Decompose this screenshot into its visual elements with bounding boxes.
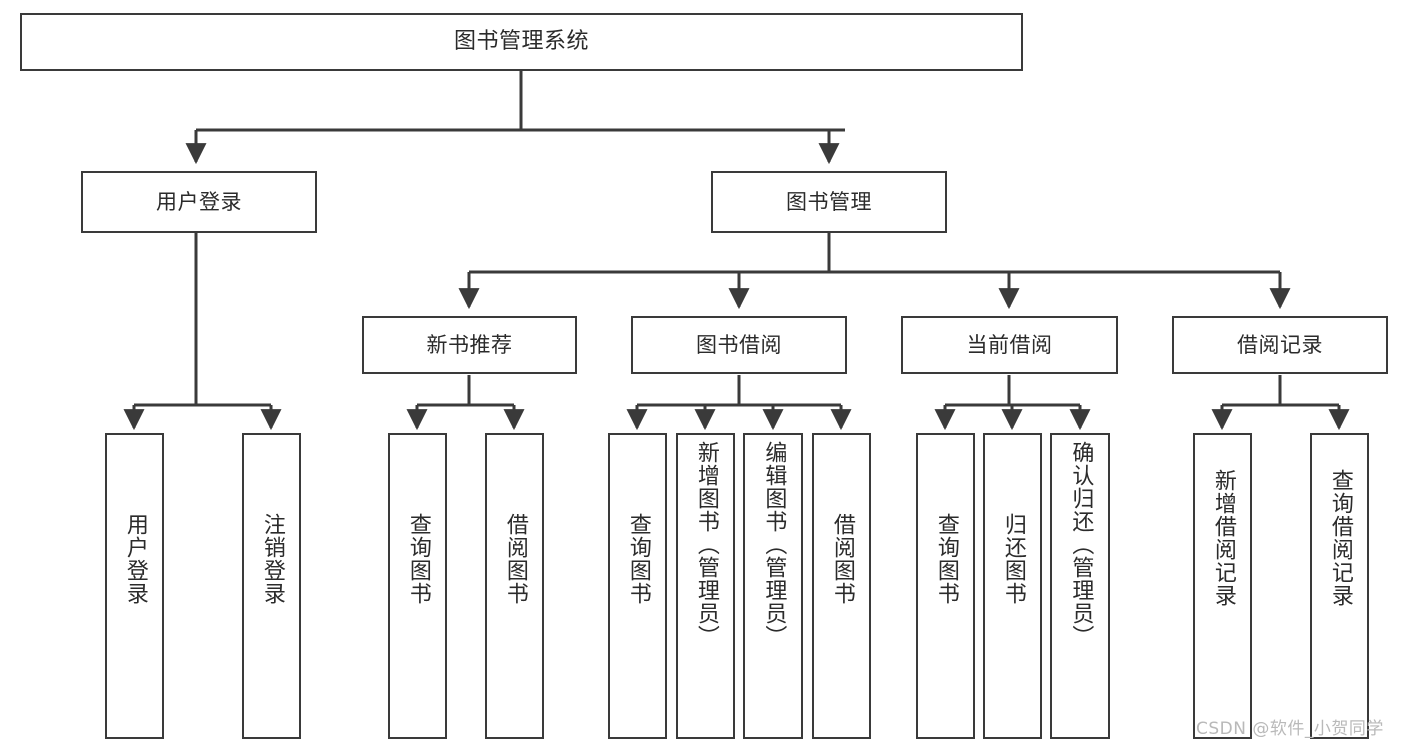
- node-borrow-record[interactable]: 借阅记录: [1172, 316, 1388, 374]
- watermark: CSDN @软件_小贺同学: [1196, 719, 1384, 739]
- leaf-bb-edit-book[interactable]: 编辑图书（管理员）: [743, 433, 803, 739]
- leaf-cb-return-book-label: 归还图书: [1000, 513, 1026, 605]
- leaf-cb-query-book-label: 查询图书: [933, 513, 959, 605]
- leaf-cb-query-book[interactable]: 查询图书: [916, 433, 975, 739]
- leaf-bb-edit-book-label: 编辑图书（管理员）: [761, 441, 787, 648]
- leaf-nb-query-book-label: 查询图书: [405, 513, 431, 605]
- node-user-login[interactable]: 用户登录: [81, 171, 317, 233]
- leaf-cb-confirm-return[interactable]: 确认归还（管理员）: [1050, 433, 1110, 739]
- leaf-bb-add-book[interactable]: 新增图书（管理员）: [676, 433, 735, 739]
- leaf-bb-query-book-label: 查询图书: [625, 513, 651, 605]
- leaf-bb-borrow-book-label: 借阅图书: [829, 513, 855, 605]
- node-root-label: 图书管理系统: [453, 29, 589, 55]
- leaf-br-add-record[interactable]: 新增借阅记录: [1193, 433, 1252, 739]
- node-current-borrow-label: 当前借阅: [966, 332, 1053, 357]
- leaf-bb-add-book-label: 新增图书（管理员）: [693, 441, 719, 648]
- leaf-br-query-record-label: 查询借阅记录: [1327, 469, 1353, 607]
- leaf-user-login-label: 用户登录: [122, 513, 148, 605]
- leaf-nb-borrow-book[interactable]: 借阅图书: [485, 433, 544, 739]
- node-new-book-recommend-label: 新书推荐: [426, 332, 513, 357]
- leaf-br-add-record-label: 新增借阅记录: [1210, 469, 1236, 607]
- node-root[interactable]: 图书管理系统: [20, 13, 1023, 71]
- leaf-br-query-record[interactable]: 查询借阅记录: [1310, 433, 1369, 739]
- leaf-bb-query-book[interactable]: 查询图书: [608, 433, 667, 739]
- leaf-user-login[interactable]: 用户登录: [105, 433, 164, 739]
- node-new-book-recommend[interactable]: 新书推荐: [362, 316, 577, 374]
- node-book-borrow[interactable]: 图书借阅: [631, 316, 847, 374]
- node-current-borrow[interactable]: 当前借阅: [901, 316, 1118, 374]
- leaf-cb-return-book[interactable]: 归还图书: [983, 433, 1042, 739]
- node-user-login-label: 用户登录: [156, 189, 242, 214]
- leaf-nb-borrow-book-label: 借阅图书: [502, 513, 528, 605]
- leaf-cb-confirm-return-label: 确认归还（管理员）: [1068, 441, 1094, 648]
- leaf-nb-query-book[interactable]: 查询图书: [388, 433, 447, 739]
- node-book-borrow-label: 图书借阅: [696, 332, 782, 357]
- leaf-logout[interactable]: 注销登录: [242, 433, 301, 739]
- leaf-logout-label: 注销登录: [259, 513, 285, 605]
- node-book-manage[interactable]: 图书管理: [711, 171, 947, 233]
- node-borrow-record-label: 借阅记录: [1237, 332, 1323, 357]
- node-book-manage-label: 图书管理: [786, 189, 872, 214]
- leaf-bb-borrow-book[interactable]: 借阅图书: [812, 433, 871, 739]
